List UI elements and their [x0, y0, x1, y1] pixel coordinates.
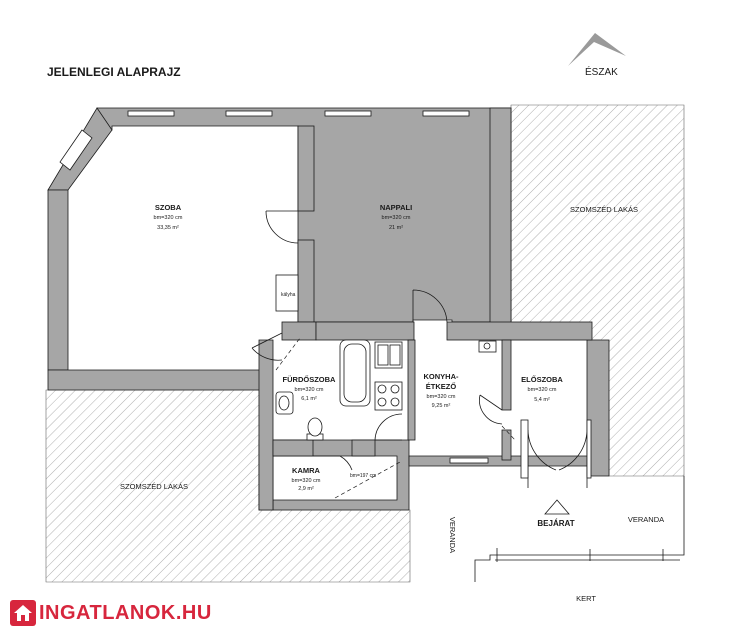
north-arrow-icon [568, 33, 626, 66]
room-height: bm=320 cm [154, 215, 183, 221]
room-name: NAPPALI [380, 203, 412, 212]
room-area: 21 m² [389, 225, 403, 231]
room-name-line1: KONYHA- [424, 372, 460, 381]
watermark: INGATLANOK.HU [10, 598, 212, 628]
room-area: 9,25 m² [432, 403, 451, 409]
veranda-outline [474, 476, 685, 582]
entrance-arrow-icon [544, 499, 570, 515]
room-height: bm=320 cm [528, 387, 557, 393]
room-height: bm=320 cm [295, 387, 324, 393]
room-name: SZOBA [155, 203, 182, 212]
room-name: ELŐSZOBA [521, 375, 563, 384]
stove-kalyha [275, 274, 299, 312]
veranda-vertical-label: VERANDA [448, 517, 457, 553]
room-nappali: NAPPALI bm=320 cm 21 m² [380, 203, 412, 231]
entrance-label: BEJÁRAT [537, 519, 574, 528]
room-eloszoba: ELŐSZOBA bm=320 cm 5,4 m² [521, 375, 563, 403]
room-kamra: KAMRA bm=320 cm 2,9 m² [292, 466, 321, 492]
veranda-right-label: VERANDA [628, 515, 664, 524]
stove-label: kályha [281, 292, 296, 298]
neighbor-bottom-label: SZOMSZÉD LAKÁS [120, 482, 188, 491]
entrance-gate [520, 419, 529, 479]
windows [59, 110, 489, 464]
fixtures [275, 274, 592, 479]
room-height: bm=320 cm [382, 215, 411, 221]
room-name: KAMRA [292, 466, 320, 475]
north-label: ÉSZAK [585, 65, 618, 78]
room-name-line2: ÉTKEZŐ [426, 382, 457, 391]
room-area: 5,4 m² [534, 397, 550, 403]
neighbor-right-label: SZOMSZÉD LAKÁS [570, 205, 638, 214]
room-height: bm=320 cm [427, 394, 456, 400]
dashed-lines [275, 337, 516, 499]
interior-walls [272, 125, 593, 461]
door-swings [251, 210, 588, 488]
room-furdoszoba: FÜRDŐSZOBA bm=320 cm 6,1 m² [283, 375, 336, 402]
house-logo-icon [10, 600, 36, 626]
room-area: 2,9 m² [298, 486, 314, 492]
plan-title: JELENLEGI ALAPRAJZ [47, 65, 181, 79]
watermark-text: INGATLANOK.HU [39, 601, 212, 624]
room-name: FÜRDŐSZOBA [283, 375, 336, 384]
room-height: bm=320 cm [292, 478, 321, 484]
opening-height-label: bm=197 cm [350, 473, 376, 479]
room-konyha: KONYHA- ÉTKEZŐ bm=320 cm 9,25 m² [424, 372, 460, 409]
room-area: 33,35 m² [157, 225, 179, 231]
garden-label: KERT [576, 594, 596, 603]
room-area: 6,1 m² [301, 396, 317, 402]
neighbor-bottom-hatch [45, 389, 411, 583]
room-szoba: SZOBA bm=320 cm 33,35 m² [154, 203, 183, 231]
